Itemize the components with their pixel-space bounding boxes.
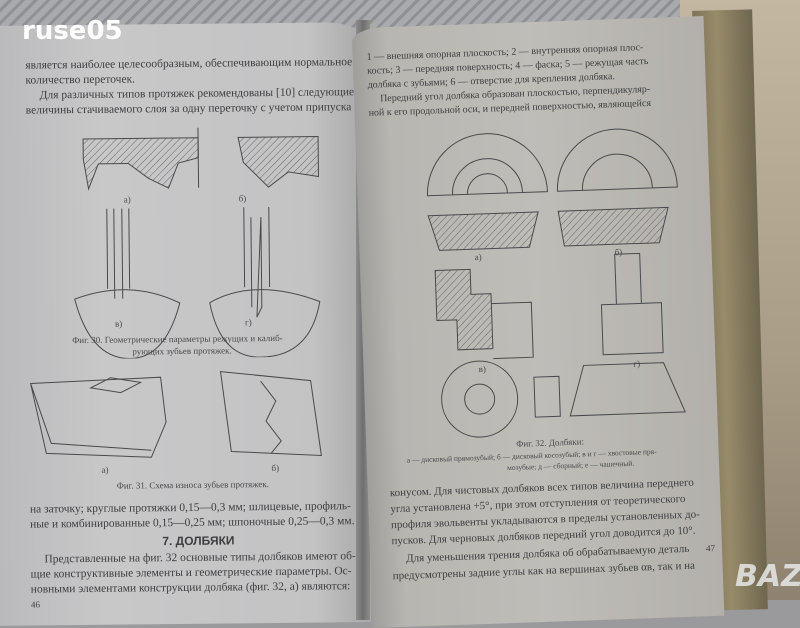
text-line: величины стачиваемого слоя за одну перет…: [25, 101, 352, 117]
figure-label: б): [614, 247, 623, 258]
figure-label: а): [474, 251, 482, 263]
text-line: щие конструктивные элементы и геометриче…: [30, 565, 352, 581]
page-number: 46: [30, 599, 40, 610]
figure-caption: Фиг. 31. Схема износа зубьев протяжек.: [116, 479, 270, 491]
figure-label: б): [271, 462, 280, 474]
figure-label: г): [244, 317, 252, 328]
figure-32-drawing: [427, 128, 686, 438]
section-heading: 7. ДОЛБЯКИ: [162, 533, 235, 549]
text-line: Для различных типов протяжек рекомендова…: [39, 86, 355, 102]
text-line: новными элементами конструкции долбяка (…: [30, 580, 351, 596]
figure-label: г): [633, 358, 641, 369]
right-page: 1 — внешняя опорная плоскость; 2 — внутр…: [351, 16, 725, 628]
watermark-baza: BAZA: [735, 559, 800, 594]
figure-label: а): [123, 194, 131, 205]
left-page: является наиболее целесообразным, обеспе…: [0, 22, 372, 626]
figure-label: в): [478, 363, 487, 375]
watermark-ruse05: ruse05: [22, 16, 123, 46]
figure-30-drawing: [74, 127, 321, 360]
figure-label: б): [238, 193, 247, 204]
text-line: является наиболее целесообразным, обеспе…: [25, 56, 353, 72]
figure-31-drawing: [29, 371, 322, 458]
figure-label: в): [114, 318, 123, 329]
figure-label: а): [101, 464, 109, 475]
figure-caption: рующих зубьев протяжек.: [132, 345, 232, 357]
figure-caption: мозубые; д — сборный; е — чашечный.: [506, 458, 635, 473]
text-line: Представленные на фиг. 32 основные типы …: [44, 550, 356, 566]
figure-caption: Фиг. 32. Долбяки:: [516, 436, 585, 449]
text-line: количество переточек.: [25, 73, 136, 87]
page-number: 47: [705, 542, 716, 554]
text-line: ные и комбинированные 0,15—0,25 мм; шпон…: [30, 515, 355, 531]
text-line: на заточку; круглые протяжки 0,15—0,3 мм…: [29, 500, 352, 516]
